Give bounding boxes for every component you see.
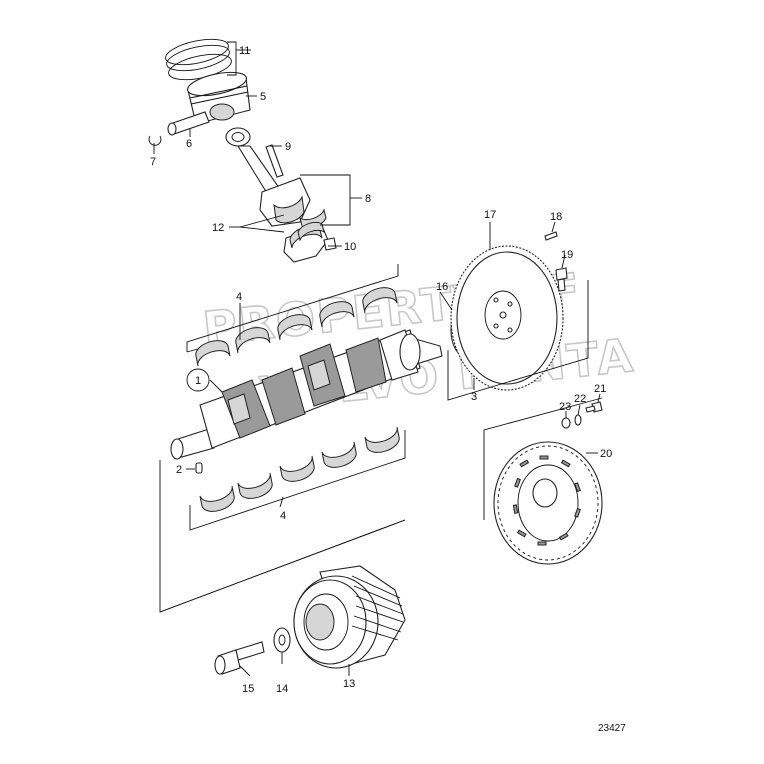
piston-pin [167, 111, 210, 136]
washer [574, 414, 582, 426]
flywheel [450, 245, 564, 391]
vibration-damper [293, 565, 406, 669]
callout-8: 8 [365, 193, 371, 205]
callout-11: 11 [239, 45, 250, 57]
figure-number: 23427 [598, 723, 626, 734]
callout-17: 17 [484, 209, 496, 221]
callout-14: 14 [276, 683, 288, 695]
drive-plate-bracket [483, 397, 603, 520]
callout-2: 2 [176, 464, 182, 476]
damper-bolt [214, 641, 265, 675]
callout-12: 12 [212, 222, 224, 234]
callout-23: 23 [559, 401, 571, 413]
callout-21: 21 [594, 383, 606, 395]
spacer [561, 417, 571, 429]
callout-20: 20 [600, 448, 612, 460]
drive-plate [493, 441, 603, 565]
callout-circle-1 [186, 368, 210, 392]
damper-bracket-top [159, 519, 406, 613]
main-bearings-upper [186, 264, 399, 367]
callout-4-top: 4 [236, 291, 242, 303]
connecting-rod [225, 127, 337, 263]
callout-1: 1 [195, 375, 201, 387]
callout-18: 18 [550, 211, 562, 223]
flywheel-bracket [447, 280, 589, 401]
leader-lines [153, 41, 601, 677]
callout-4-bottom: 4 [280, 510, 286, 522]
flywheel-bolt [555, 267, 568, 292]
callout-16: 16 [436, 281, 448, 293]
callout-13: 13 [343, 678, 355, 690]
key [195, 462, 203, 474]
callout-labels: 1 2 3 4 4 5 6 7 8 9 10 11 12 13 14 15 16… [150, 45, 626, 734]
callout-7: 7 [150, 156, 156, 168]
callout-6: 6 [186, 138, 192, 150]
callout-15: 15 [242, 683, 254, 695]
callout-10: 10 [344, 241, 356, 253]
callout-3: 3 [471, 391, 477, 403]
damper-washer [273, 627, 291, 653]
circlip [148, 135, 162, 146]
callout-22: 22 [574, 393, 586, 405]
callout-5: 5 [260, 91, 266, 103]
drive-plate-bolt [585, 401, 603, 413]
flywheel-pin [544, 231, 558, 241]
callout-9: 9 [285, 141, 291, 153]
crankshaft [170, 329, 443, 460]
callout-19: 19 [561, 249, 573, 261]
